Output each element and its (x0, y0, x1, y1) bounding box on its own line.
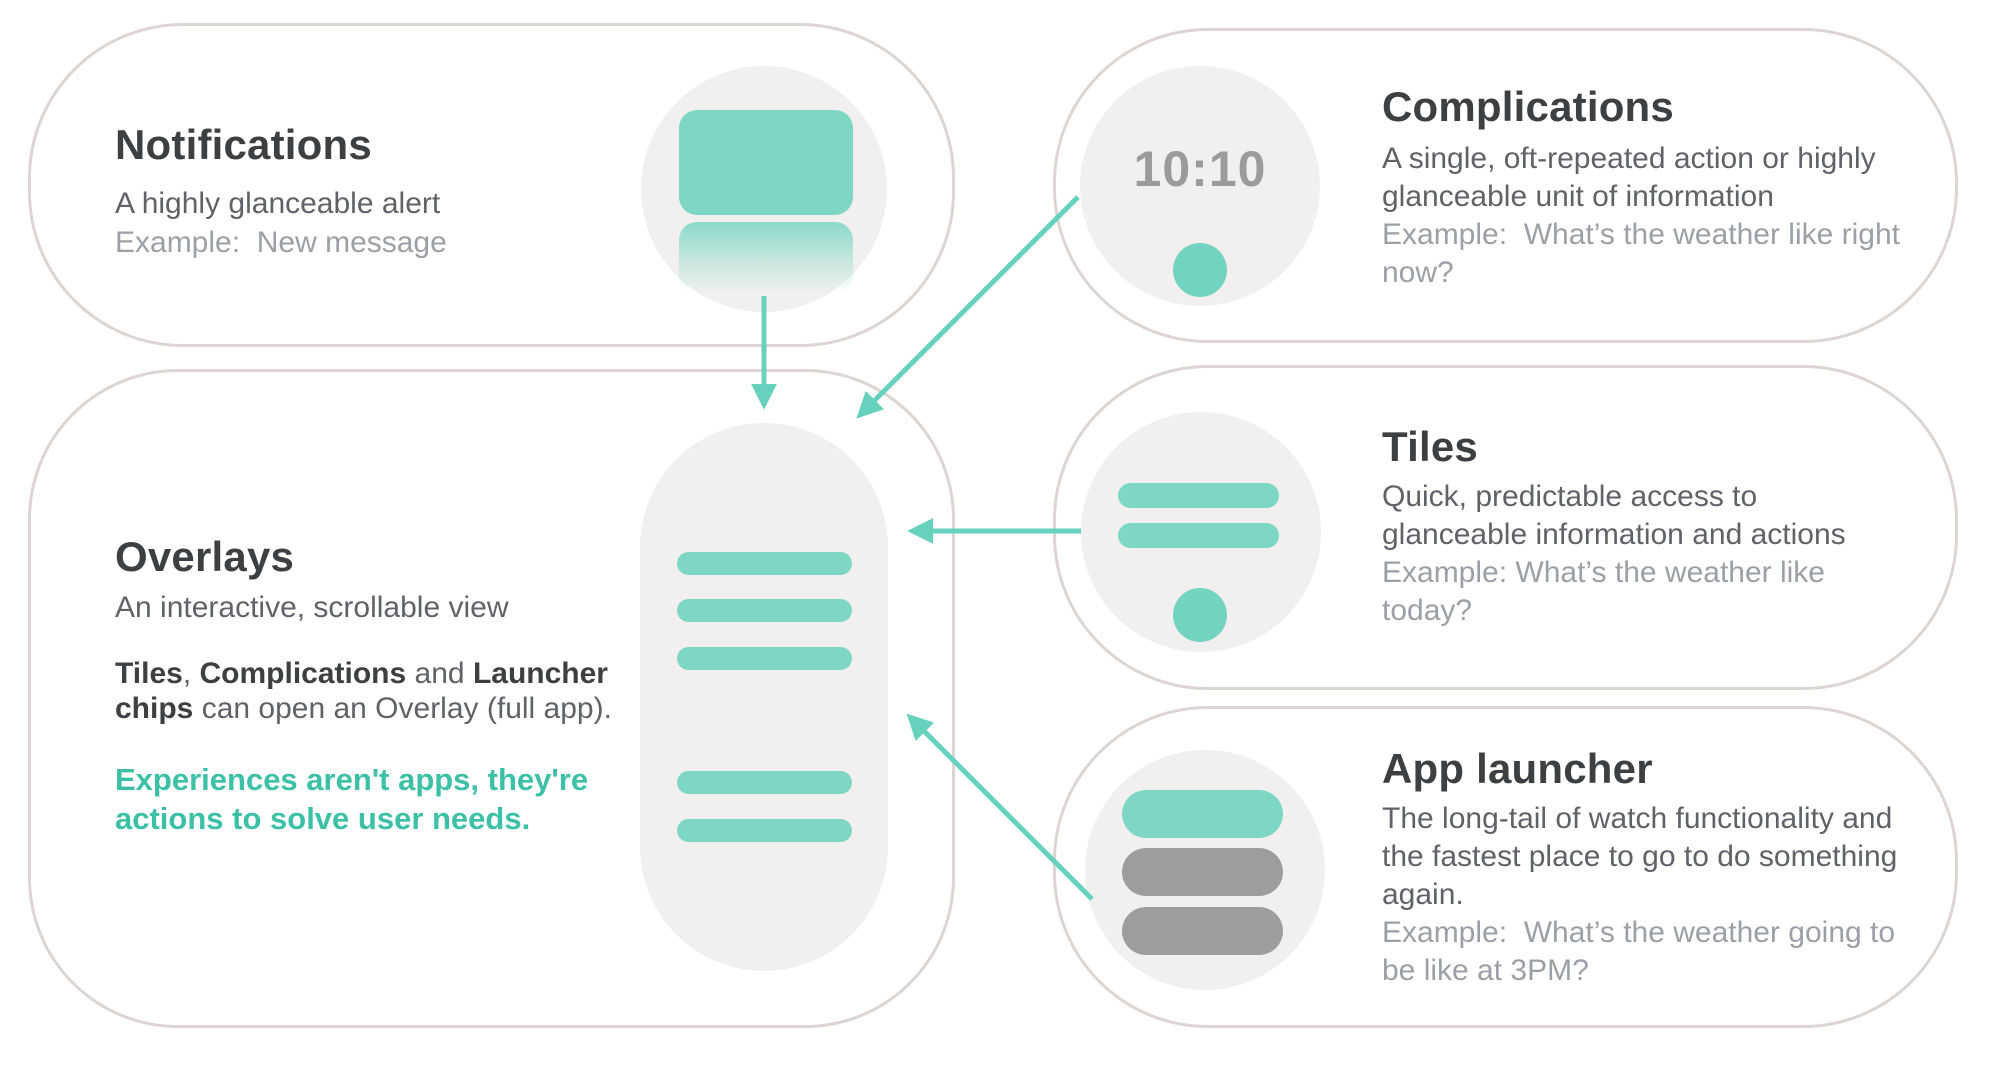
tile-row-shape (1118, 523, 1279, 548)
tiles-example: today? (1382, 594, 1473, 627)
tiles-description: Quick, predictable access to (1382, 480, 1758, 513)
tiles-example: Example: What’s the weather like (1382, 556, 1825, 589)
overlays-title: Overlays (115, 533, 295, 580)
overlay-list-bar (677, 647, 852, 670)
overlays-statement: Experiences aren't apps, they're actions… (115, 762, 589, 836)
app-launcher-example: be like at 3PM? (1382, 954, 1589, 987)
tiles-text-block: Tiles Quick, predictable access to glanc… (1382, 424, 1922, 630)
app-launcher-description: the fastest place to go to do something (1382, 840, 1898, 873)
launcher-chip-shape (1122, 790, 1283, 838)
tiles-title: Tiles (1382, 423, 1478, 470)
overlay-list-bar (677, 771, 852, 794)
tile-dot-icon (1173, 588, 1227, 642)
launcher-chip-shape (1122, 848, 1283, 896)
overlays-note-line: Tiles, Complications and Launcher (115, 657, 608, 690)
overlays-description: An interactive, scrollable view (115, 591, 509, 624)
overlay-list-bar (677, 552, 852, 575)
notification-fade-shape (679, 222, 853, 294)
complications-example: Example: What’s the weather like right (1382, 218, 1901, 251)
overlay-list-bar (677, 599, 852, 622)
complication-dot-icon (1173, 243, 1227, 297)
app-launcher-text-block: App launcher The long-tail of watch func… (1382, 746, 1922, 990)
overlay-list-bar (677, 819, 852, 842)
overlays-note: Tiles, Complications and Launcher chips … (115, 656, 620, 726)
complications-title: Complications (1382, 83, 1674, 130)
notifications-example: Example: New message (115, 226, 447, 259)
complications-description: A single, oft-repeated action or highly (1382, 142, 1876, 175)
overlays-text-block: Overlays An interactive, scrollable view… (115, 534, 620, 838)
notifications-text-block: Notifications A highly glanceable alert … (115, 122, 615, 262)
app-launcher-description: again. (1382, 878, 1464, 911)
app-launcher-example: Example: What’s the weather going to (1382, 916, 1896, 949)
overlays-note-line: chips can open an Overlay (full app). (115, 692, 612, 725)
notifications-description: A highly glanceable alert (115, 187, 441, 220)
tiles-description: glanceable information and actions (1382, 518, 1846, 551)
tile-row-shape (1118, 483, 1279, 508)
launcher-chip-shape (1122, 907, 1283, 955)
app-launcher-title: App launcher (1382, 745, 1653, 792)
notification-alert-shape (679, 110, 853, 215)
clock-text: 10:10 (1133, 141, 1267, 197)
complications-example: now? (1382, 256, 1454, 289)
complications-text-block: Complications A single, oft-repeated act… (1382, 84, 1922, 292)
app-launcher-description: The long-tail of watch functionality and (1382, 802, 1893, 835)
complications-description: glanceable unit of information (1382, 180, 1774, 213)
notifications-title: Notifications (115, 121, 372, 168)
overlay-screen-shape (640, 423, 888, 971)
